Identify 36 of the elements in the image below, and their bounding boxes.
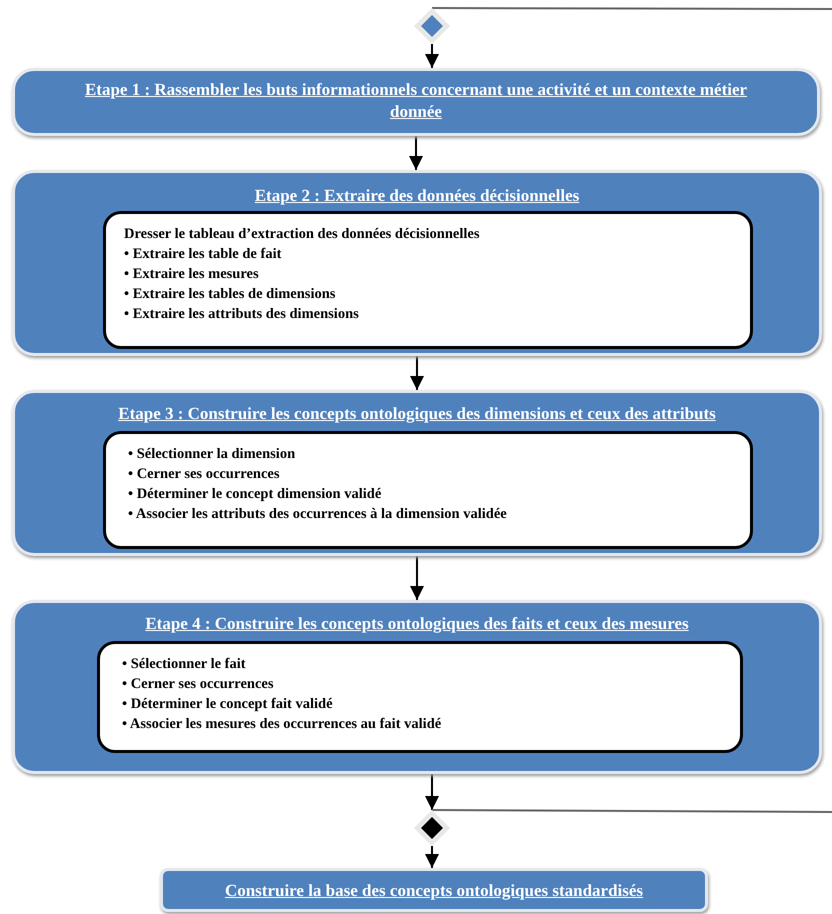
task-item: • Associer les attributs des occurrences à la dimension validée <box>128 505 508 524</box>
arrow <box>425 774 439 810</box>
step-heading: Etape 4 : Construire les concepts ontologiques des faits et ceux des mesures <box>144 613 690 635</box>
arrow <box>410 556 424 600</box>
arrow <box>425 44 439 68</box>
task-item: • Extraire les tables de dimensions <box>124 285 336 304</box>
task-list-box <box>103 431 753 549</box>
task-list-box <box>103 211 753 349</box>
task-item: • Cerner ses occurrences <box>122 675 274 694</box>
task-item: • Extraire les table de fait <box>124 245 282 264</box>
decision-diamond <box>414 810 450 846</box>
arrow <box>425 846 439 868</box>
step-heading: Etape 3 : Construire les concepts ontologiques des dimensions et ceux des attributs <box>117 403 717 425</box>
task-item: • Extraire les attributs des dimensions <box>124 305 360 324</box>
task-intro: Dresser le tableau d’extraction des données décisionnelles <box>124 225 480 244</box>
step-box <box>12 68 820 136</box>
task-item: • Extraire les mesures <box>124 265 260 284</box>
task-item: • Déterminer le concept dimension validé <box>128 485 382 504</box>
task-item: • Associer les mesures des occurrences au fait validé <box>122 715 442 734</box>
step-box <box>12 600 822 774</box>
connector-line <box>432 7 832 10</box>
connector-line <box>432 809 832 813</box>
task-item: • Déterminer le concept fait validé <box>122 695 334 714</box>
step-box <box>160 868 708 912</box>
arrow <box>410 356 424 390</box>
task-item: • Sélectionner le fait <box>122 655 247 674</box>
step-box <box>12 390 822 556</box>
step-heading: Etape 1 : Rassembler les buts informationnels concernant une activité et un contexte métier donnée <box>84 79 748 123</box>
step-heading: Etape 2 : Extraire des données décisionnelles <box>254 185 580 207</box>
step-box <box>12 170 822 356</box>
decision-diamond <box>414 8 450 44</box>
task-item: • Sélectionner la dimension <box>128 445 296 464</box>
task-list-box <box>97 641 743 753</box>
step-heading: Construire la base des concepts ontologiques standardisés <box>224 880 644 902</box>
task-item: • Cerner ses occurrences <box>128 465 280 484</box>
arrow <box>409 136 423 170</box>
